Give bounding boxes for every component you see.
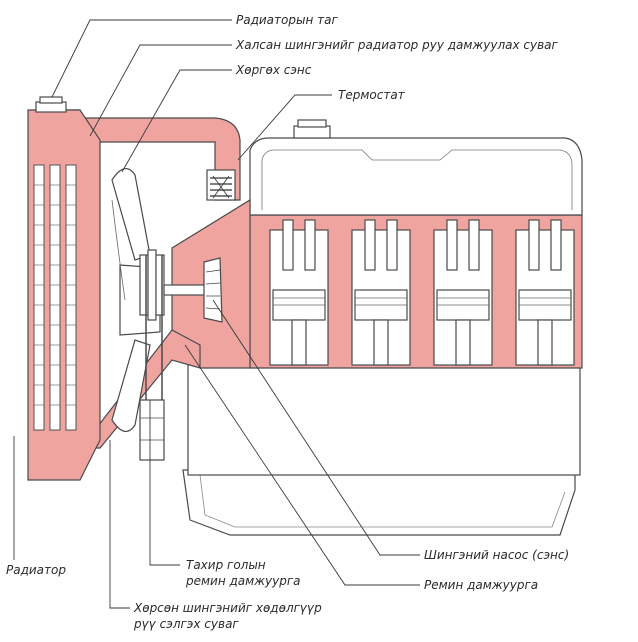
cylinder-1 [269, 219, 329, 366]
radiator [27, 96, 101, 481]
cylinder-3 [433, 219, 493, 366]
label-radiator-cap: Радиаторын таг [236, 13, 338, 27]
label-cold-coolant-line1: Хөрсөн шингэнийг хөдөлгүүр [133, 601, 322, 615]
cylinder-2 [351, 219, 411, 366]
label-water-pump: Шингэний насос (сэнс) [424, 548, 569, 562]
thermostat [206, 169, 236, 201]
leader-lines [13, 19, 420, 609]
belt-drive [139, 249, 223, 461]
water-pump-impeller [203, 257, 223, 323]
label-thermostat: Термостат [338, 88, 406, 102]
label-radiator: Радиатор [6, 563, 66, 577]
cylinders [269, 219, 575, 366]
cylinder-4 [515, 219, 575, 366]
engine-block [182, 119, 583, 536]
label-hot-coolant-passage: Халсан шингэнийг радиатор руу дамжуулах … [235, 38, 559, 52]
labels: Радиаторын таг Халсан шингэнийг радиатор… [6, 13, 569, 631]
label-cold-coolant-line2: рүү сэлгэх суваг [133, 617, 239, 631]
radiator-cap [35, 96, 67, 113]
label-belt-pulley: Ремин дамжуурга [424, 578, 538, 592]
label-cooling-fan: Хөргөх сэнс [235, 63, 312, 77]
label-crank-pulley-line2: ремин дамжуурга [185, 574, 301, 588]
label-crank-pulley-line1: Тахир голын [186, 558, 266, 572]
